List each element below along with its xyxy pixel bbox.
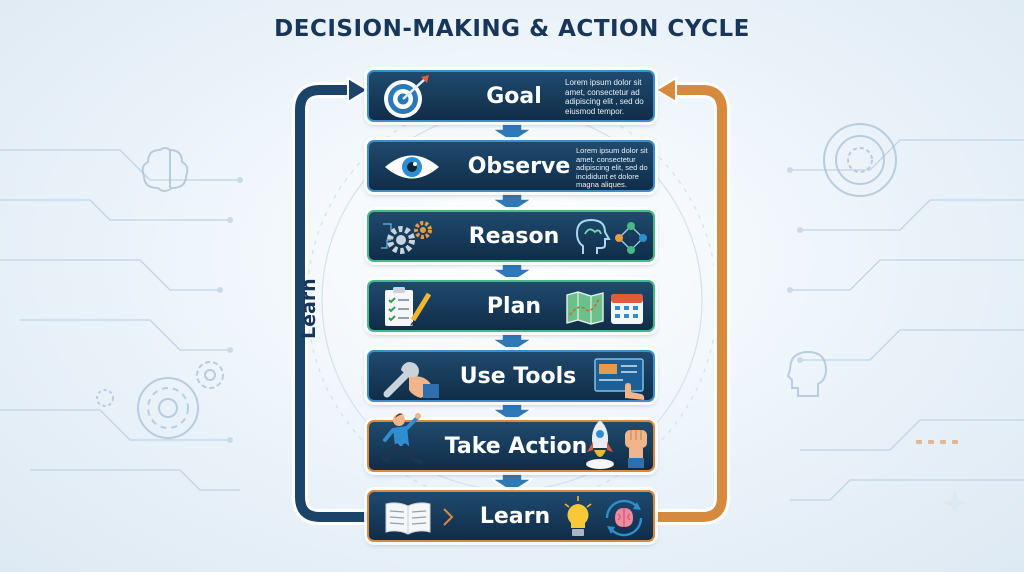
network-icon: [611, 218, 651, 258]
step-label: Goal: [486, 83, 542, 109]
lightbulb-icon: [563, 496, 593, 540]
calendar-icon: [609, 290, 645, 326]
target-icon: [381, 74, 433, 120]
screen-tap-icon: [593, 356, 649, 400]
step-label: Plan: [486, 293, 542, 319]
step-description: Lorem ipsum dolor sit amet, consectetur …: [565, 78, 644, 116]
checklist-icon: [383, 286, 435, 330]
step-use-tools: Use Tools: [367, 350, 655, 402]
step-label: Learn: [479, 503, 551, 529]
step-learn: Learn: [367, 490, 655, 542]
step-label: Use Tools: [459, 363, 577, 389]
loop-label: Learn: [298, 278, 320, 339]
fist-icon: [621, 424, 651, 470]
wrench-hand-icon: [379, 356, 443, 400]
step-plan: Plan: [367, 280, 655, 332]
step-connectors: [489, 121, 535, 493]
step-label: Take Action: [444, 433, 588, 459]
step-goal: Goal Lorem ipsum dolor sit amet, consect…: [367, 70, 655, 122]
eye-icon: [381, 150, 443, 184]
map-icon: [565, 291, 605, 325]
brain-cycle-icon: [601, 496, 647, 540]
rocket-icon: [583, 418, 617, 470]
left-loop-arrowhead: [347, 76, 370, 104]
step-description: Lorem ipsum dolor sit amet, consectetur …: [576, 146, 648, 190]
running-person-icon: [381, 410, 425, 472]
right-loop-arrowhead: [654, 76, 677, 104]
step-label: Observe: [467, 153, 571, 179]
step-take-action: Take Action: [367, 413, 655, 472]
step-observe: Observe Lorem ipsum dolor sit amet, cons…: [367, 140, 655, 192]
brain-head-icon: [575, 218, 611, 258]
gears-icon: [379, 218, 439, 256]
book-icon: [383, 500, 433, 536]
page-title: DECISION-MAKING & ACTION CYCLE: [274, 16, 750, 42]
step-reason: Reason: [367, 210, 655, 262]
step-label: Reason: [468, 223, 560, 249]
chevron-right-icon: [441, 506, 455, 528]
